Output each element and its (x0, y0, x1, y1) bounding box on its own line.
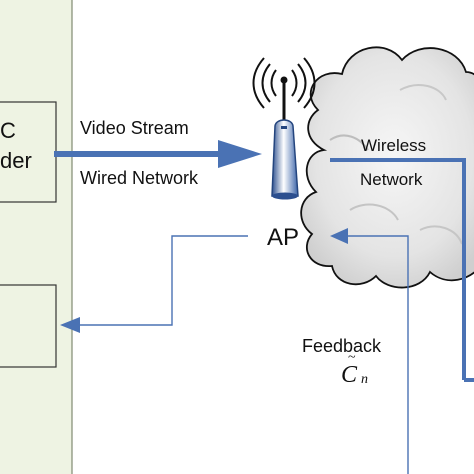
feedback-to-sender-arrow (60, 235, 248, 333)
feedback-symbol-subscript: n (361, 372, 368, 387)
video-stream-arrow (54, 140, 262, 168)
receiver-module-box (0, 284, 57, 368)
feedback-label: Feedback (302, 336, 382, 356)
ap-label: AP (267, 224, 300, 251)
wired-network-label: Wired Network (80, 168, 199, 188)
wifi-signal-icon (252, 57, 316, 109)
cloud-icon (300, 46, 474, 289)
video-stream-label: Video Stream (80, 118, 189, 138)
wireless-access-point-icon (252, 57, 316, 200)
encoder-label-line2: der (0, 148, 32, 173)
encoder-label-line1: C (0, 118, 16, 143)
wireless-link-line (330, 158, 466, 380)
network-label: Network (360, 170, 423, 189)
wireless-label: Wireless (361, 136, 427, 155)
feedback-symbol-main: C (341, 362, 358, 388)
feedback-arrow (330, 228, 409, 474)
feedback-symbol-tilde: ~ (348, 350, 356, 365)
sender-panel (0, 0, 73, 474)
